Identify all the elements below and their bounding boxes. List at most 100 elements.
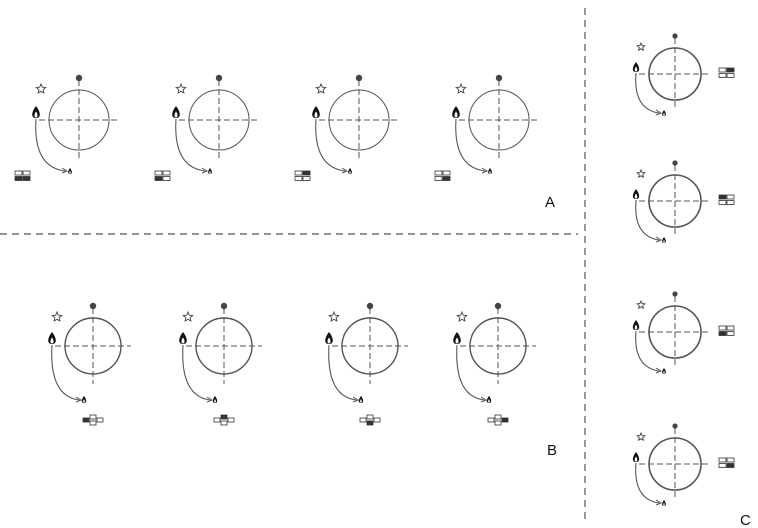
arc-arrowhead bbox=[201, 167, 209, 174]
zone-cell bbox=[213, 417, 221, 423]
zone-cell bbox=[220, 414, 228, 420]
knob-symbol bbox=[48, 302, 131, 426]
knob-symbol bbox=[632, 33, 735, 116]
position-dot bbox=[366, 302, 374, 310]
zone-cell bbox=[22, 170, 31, 176]
position-dot bbox=[75, 74, 83, 82]
zone-cell bbox=[294, 176, 303, 181]
position-dot bbox=[89, 302, 97, 310]
zone-cell bbox=[501, 417, 509, 423]
zone-cell bbox=[162, 170, 171, 176]
position-dot bbox=[672, 33, 678, 39]
knob-symbol bbox=[632, 291, 735, 374]
section-label-a: A bbox=[545, 194, 555, 211]
star-icon bbox=[35, 82, 47, 94]
zone-cell bbox=[366, 420, 374, 426]
knob-symbol bbox=[154, 74, 259, 181]
zone-cell bbox=[726, 67, 735, 73]
position-dot bbox=[495, 74, 503, 82]
zone-cell bbox=[89, 420, 97, 426]
position-dot bbox=[672, 423, 678, 429]
flame-inner-icon bbox=[69, 170, 71, 174]
zone-cell bbox=[162, 176, 171, 181]
arc-arrowhead bbox=[61, 167, 69, 174]
rotation-arc bbox=[51, 344, 80, 401]
rotation-arc bbox=[175, 118, 206, 172]
arc-arrowhead bbox=[655, 236, 663, 243]
star-icon bbox=[315, 82, 327, 94]
arc-arrowhead bbox=[655, 109, 663, 116]
section-label-c: C bbox=[740, 512, 751, 528]
star-icon bbox=[636, 431, 646, 442]
flame-inner-icon bbox=[327, 337, 331, 344]
flame-inner-icon bbox=[634, 324, 638, 330]
zone-cell bbox=[718, 325, 727, 331]
flame-inner-icon bbox=[50, 337, 54, 344]
zone-cell bbox=[718, 463, 727, 468]
star-icon bbox=[182, 310, 194, 322]
star-icon bbox=[455, 82, 467, 94]
arc-arrowhead bbox=[655, 367, 663, 374]
knob-symbol bbox=[294, 74, 399, 181]
star-icon bbox=[51, 310, 63, 322]
zone-cell bbox=[718, 331, 727, 336]
flame-inner-icon bbox=[634, 193, 638, 199]
star-icon bbox=[456, 310, 468, 322]
zone-cell bbox=[726, 325, 735, 331]
zone-cell bbox=[154, 176, 163, 181]
position-dot bbox=[355, 74, 363, 82]
zone-cell bbox=[442, 176, 451, 181]
section-label-b: B bbox=[547, 442, 557, 459]
rotation-arc bbox=[456, 344, 485, 401]
knob-symbol bbox=[632, 423, 735, 506]
zone-cell bbox=[302, 170, 311, 176]
flame-inner-icon bbox=[174, 111, 178, 118]
rotation-arc bbox=[315, 118, 346, 172]
flame-inner-icon bbox=[34, 111, 38, 118]
rotation-arc bbox=[455, 118, 486, 172]
zone-cell bbox=[14, 170, 23, 176]
zone-cell bbox=[220, 420, 228, 426]
flame-inner-icon bbox=[663, 239, 665, 243]
zone-cell bbox=[726, 200, 735, 205]
zone-cell bbox=[487, 417, 495, 423]
zone-cell bbox=[14, 176, 23, 181]
zone-cell bbox=[82, 417, 90, 423]
zone-cell bbox=[718, 457, 727, 463]
arc-arrowhead bbox=[655, 499, 663, 506]
arc-arrowhead bbox=[206, 396, 214, 403]
zone-cell bbox=[302, 176, 311, 181]
flame-inner-icon bbox=[663, 502, 665, 506]
star-icon bbox=[328, 310, 340, 322]
flame-inner-icon bbox=[663, 112, 665, 116]
rotation-arc bbox=[635, 462, 660, 504]
flame-inner-icon bbox=[634, 66, 638, 72]
knobs-layer bbox=[14, 33, 735, 506]
flame-inner-icon bbox=[455, 337, 459, 344]
flame-inner-icon bbox=[360, 399, 362, 403]
zone-cell bbox=[494, 420, 502, 426]
zone-cell bbox=[442, 170, 451, 176]
rotation-arc bbox=[635, 199, 660, 241]
arc-arrowhead bbox=[481, 167, 489, 174]
rotation-arc bbox=[35, 118, 66, 172]
position-dot bbox=[672, 160, 678, 166]
zone-cell bbox=[718, 73, 727, 78]
zone-cell bbox=[366, 414, 374, 420]
zone-cell bbox=[726, 331, 735, 336]
zone-cell bbox=[96, 417, 104, 423]
rotation-arc bbox=[635, 72, 660, 114]
flame-inner-icon bbox=[663, 370, 665, 374]
arc-arrowhead bbox=[480, 396, 488, 403]
zone-cell bbox=[227, 417, 235, 423]
zone-cell bbox=[154, 170, 163, 176]
zone-cell bbox=[726, 194, 735, 200]
arc-arrowhead bbox=[75, 396, 83, 403]
position-dot bbox=[220, 302, 228, 310]
knob-symbol bbox=[453, 302, 536, 426]
zone-cell bbox=[494, 414, 502, 420]
star-icon bbox=[636, 299, 646, 310]
zone-cell bbox=[726, 463, 735, 468]
flame-inner-icon bbox=[488, 399, 490, 403]
arc-arrowhead bbox=[341, 167, 349, 174]
